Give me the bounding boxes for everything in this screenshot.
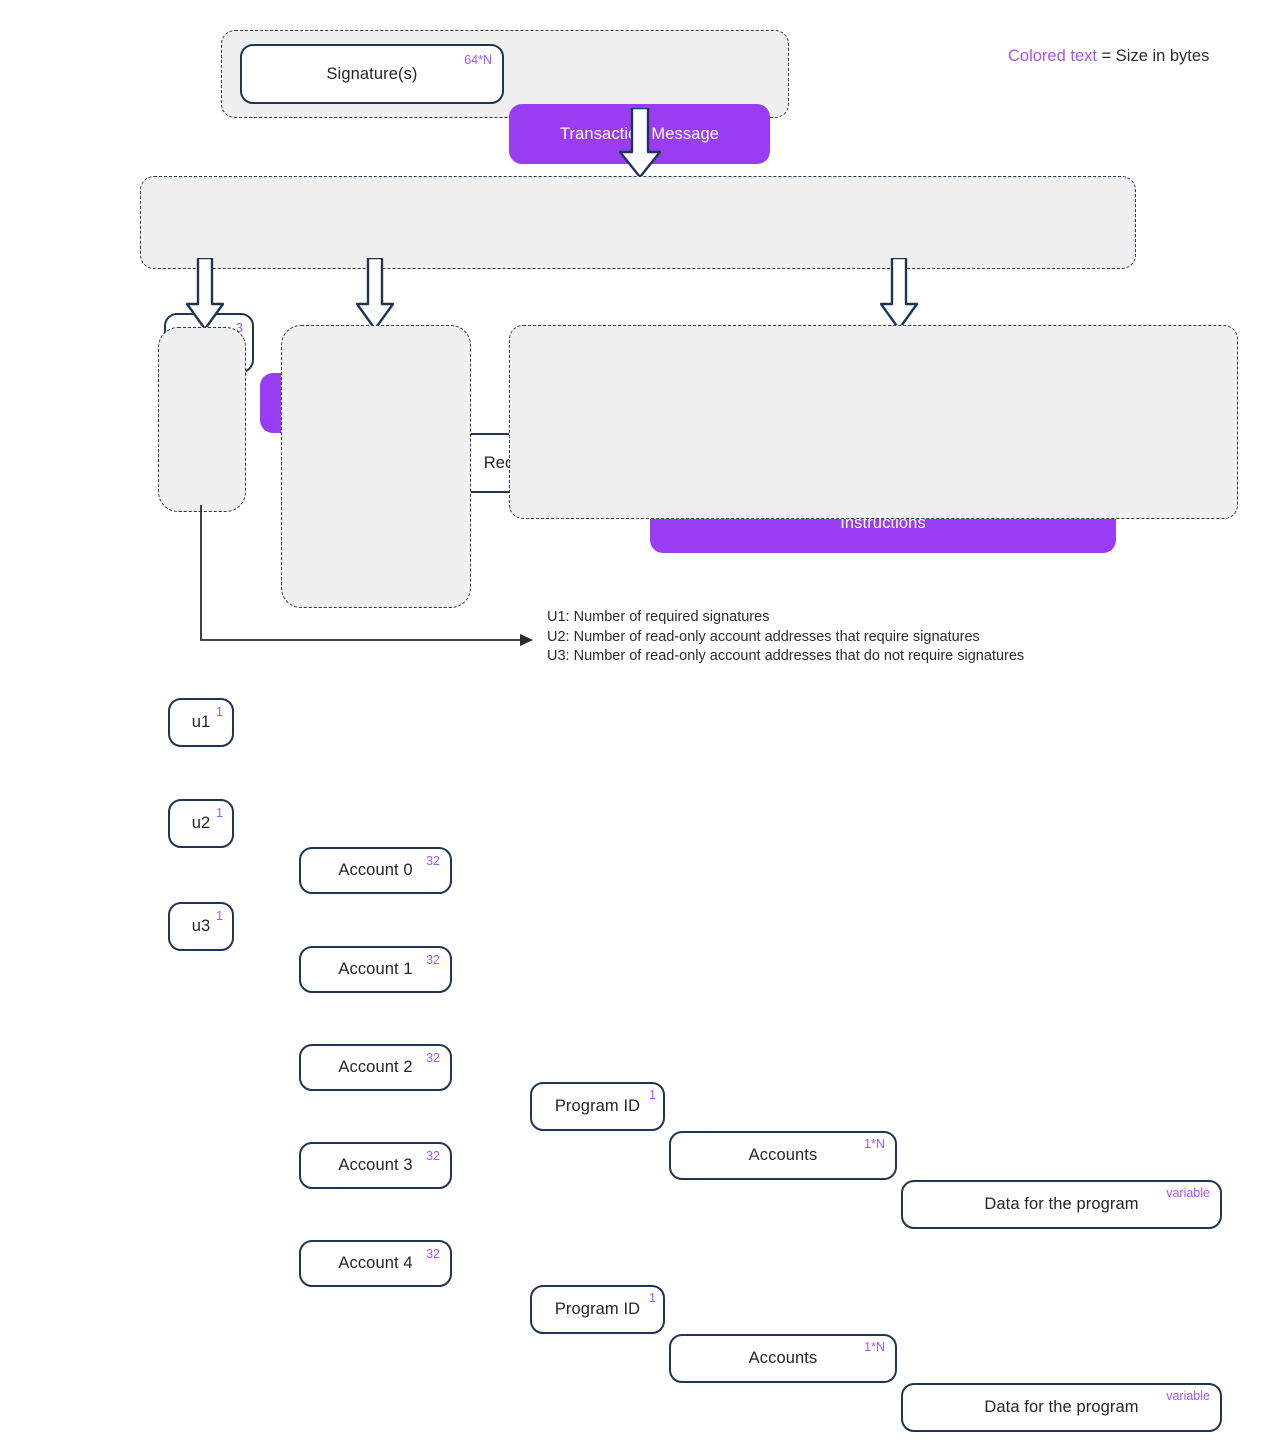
instruction-program-id-label: Program ID	[554, 1097, 641, 1116]
u2-label: u2	[191, 814, 211, 833]
instruction-data-size: variable	[1166, 1389, 1210, 1403]
instruction-data-label: Data for the program	[984, 1398, 1139, 1417]
signatures-size: 64*N	[464, 53, 492, 67]
accounts-detail-group	[281, 325, 471, 608]
legend-header-fields: U1: Number of required signatures U2: Nu…	[547, 608, 1024, 667]
legend-colored-text: Colored text	[1008, 47, 1097, 65]
u2-box[interactable]: u2 1	[168, 799, 234, 848]
account-4-label: Account 4	[338, 1254, 413, 1273]
legend-line-u1: U1: Number of required signatures	[547, 609, 770, 625]
account-2-box[interactable]: Account 2 32	[299, 1044, 452, 1091]
account-3-size: 32	[426, 1149, 440, 1163]
instructions-detail-group	[509, 325, 1238, 519]
instruction-accounts-size: 1*N	[864, 1137, 885, 1151]
instruction-program-id-box[interactable]: Program ID 1	[530, 1082, 665, 1131]
transaction-message-group	[140, 176, 1136, 269]
down-arrow-icon	[880, 258, 918, 330]
instruction-program-id-size: 1	[649, 1088, 656, 1102]
u3-box[interactable]: u3 1	[168, 902, 234, 951]
account-0-box[interactable]: Account 0 32	[299, 847, 452, 894]
down-arrow-icon	[356, 258, 394, 330]
signatures-box[interactable]: Signature(s) 64*N	[240, 44, 504, 104]
header-detail-group	[158, 327, 246, 512]
legend-line-u3: U3: Number of read-only account addresse…	[547, 648, 1025, 664]
instruction-data-box[interactable]: Data for the program variable	[901, 1180, 1222, 1229]
account-4-size: 32	[426, 1247, 440, 1261]
u1-box[interactable]: u1 1	[168, 698, 234, 747]
legend-equals-text: = Size in bytes	[1096, 47, 1210, 65]
u2-size: 1	[216, 806, 223, 820]
account-0-size: 32	[426, 854, 440, 868]
account-2-label: Account 2	[338, 1058, 413, 1077]
account-1-size: 32	[426, 953, 440, 967]
signatures-label: Signature(s)	[326, 64, 418, 83]
instruction-program-id-label: Program ID	[554, 1300, 641, 1319]
account-0-label: Account 0	[338, 861, 413, 880]
u1-label: u1	[191, 713, 211, 732]
legend-size-in-bytes: Colored text = Size in bytes	[1008, 47, 1209, 66]
account-3-box[interactable]: Account 3 32	[299, 1142, 452, 1189]
elbow-connector-arrow-icon	[200, 505, 533, 646]
account-2-size: 32	[426, 1051, 440, 1065]
instruction-program-id-size: 1	[649, 1291, 656, 1305]
down-arrow-icon	[186, 258, 224, 330]
u3-label: u3	[191, 917, 211, 936]
account-1-label: Account 1	[338, 960, 413, 979]
instruction-accounts-label: Accounts	[748, 1146, 818, 1165]
account-4-box[interactable]: Account 4 32	[299, 1240, 452, 1287]
header-size: 3	[236, 321, 243, 335]
account-3-label: Account 3	[338, 1156, 413, 1175]
instruction-accounts-box[interactable]: Accounts 1*N	[669, 1131, 897, 1180]
instruction-accounts-size: 1*N	[864, 1340, 885, 1354]
account-1-box[interactable]: Account 1 32	[299, 946, 452, 993]
diagram-canvas: Colored text = Size in bytes Signature(s…	[140, 30, 1238, 1432]
legend-line-u2: U2: Number of read-only account addresse…	[547, 628, 980, 645]
instruction-accounts-label: Accounts	[748, 1349, 818, 1368]
instruction-data-box[interactable]: Data for the program variable	[901, 1383, 1222, 1432]
u1-size: 1	[216, 705, 223, 719]
instruction-data-size: variable	[1166, 1186, 1210, 1200]
down-arrow-icon	[619, 108, 661, 178]
u3-size: 1	[216, 909, 223, 923]
instruction-data-label: Data for the program	[984, 1195, 1139, 1214]
instruction-program-id-box[interactable]: Program ID 1	[530, 1285, 665, 1334]
instruction-accounts-box[interactable]: Accounts 1*N	[669, 1334, 897, 1383]
